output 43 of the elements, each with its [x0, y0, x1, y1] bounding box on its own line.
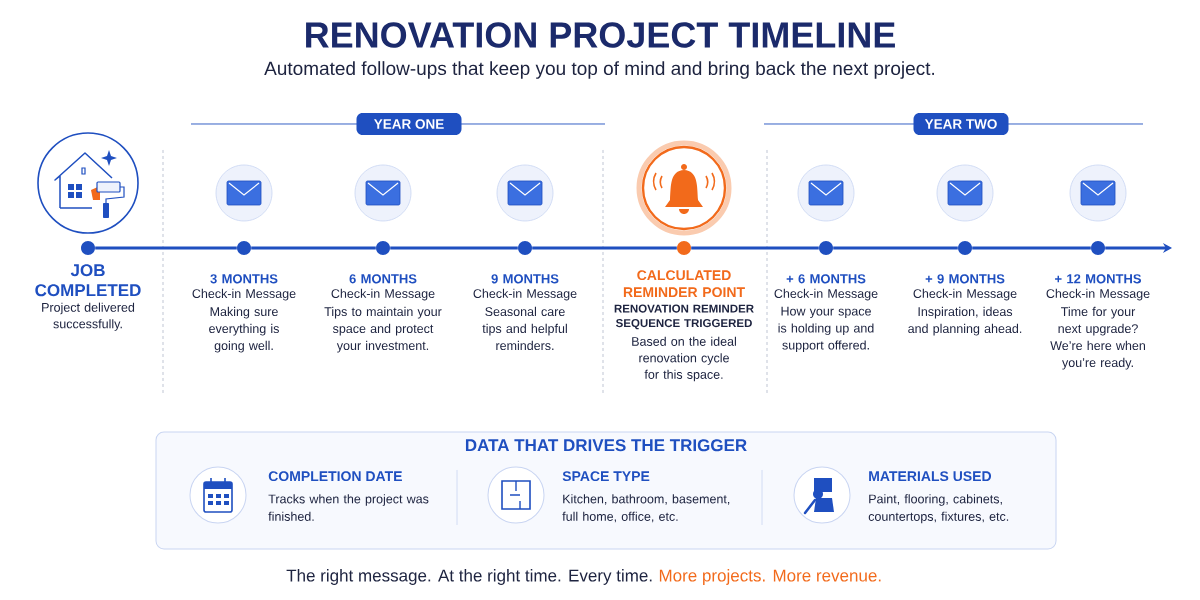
item-heading: SPACE TYPE — [562, 471, 650, 482]
item-heading: COMPLETION DATE — [268, 471, 402, 482]
timeline-dot — [819, 241, 833, 255]
milestone-subheading: Check-in Message — [192, 288, 296, 301]
item-description: Kitchen, bathroom, basement, full home, office, etc. — [562, 494, 730, 523]
milestone-description: Inspiration, ideas and planning ahead. — [908, 306, 1022, 336]
milestone-heading: + 12 MONTHS — [1055, 274, 1141, 284]
milestone-heading: 3 MONTHS — [210, 274, 278, 284]
timeline-dot — [677, 241, 691, 255]
timeline-dot — [518, 241, 532, 255]
milestone-heading: + 9 MONTHS — [925, 274, 1005, 284]
footer-text: The right message. At the right time. Every time. — [286, 569, 652, 585]
milestone-heading: JOB COMPLETED — [35, 264, 141, 297]
milestone-description: How your space is holding up and support offered. — [778, 306, 874, 353]
milestone-subheading: RENOVATION REMINDER SEQUENCE TRIGGERED — [614, 304, 754, 330]
milestone-heading: 9 MONTHS — [491, 274, 559, 284]
item-description: Paint, flooring, cabinets, countertops, fixtures, etc. — [868, 494, 1009, 524]
timeline-dot — [81, 241, 95, 255]
milestone-subheading: Check-in Message — [913, 288, 1017, 301]
footer-highlight: More projects. More revenue. — [659, 569, 881, 585]
title: RENOVATION PROJECT TIMELINE — [306, 22, 895, 48]
milestone-description: Time for your next upgrade? We’re here when you’re ready. — [1050, 306, 1145, 370]
milestone-description: Seasonal care tips and helpful reminders. — [482, 306, 567, 351]
milestone-subheading: Check-in Message — [1046, 288, 1150, 301]
timeline-dot — [376, 241, 390, 255]
milestone-subheading: Check-in Message — [331, 288, 435, 301]
subtitle: Automated follow-ups that keep you top of mind and bring back the next project. — [264, 61, 935, 79]
item-description: Tracks when the project was finished. — [268, 494, 429, 521]
milestone-description: Making sure everything is going well. — [209, 306, 279, 353]
year-pill: YEAR ONE — [356, 113, 462, 135]
timeline-dot — [958, 241, 972, 255]
milestone-heading: 6 MONTHS — [349, 274, 417, 284]
milestone-subheading: Check-in Message — [473, 288, 577, 301]
milestone-heading: CALCULATED REMINDER POINT — [623, 270, 745, 298]
milestone-subheading: Check-in Message — [774, 288, 878, 301]
year-pill: YEAR TWO — [913, 113, 1009, 135]
timeline-dot — [237, 241, 251, 255]
milestone-description: Tips to maintain your space and protect your investment. — [324, 306, 442, 353]
milestone-heading: + 6 MONTHS — [786, 274, 866, 284]
item-heading: MATERIALS USED — [869, 471, 991, 482]
timeline-dot — [1091, 241, 1105, 255]
milestone-description: Based on the ideal renovation cycle for this space. — [632, 336, 736, 382]
milestone-description: Project delivered successfully. — [42, 302, 135, 331]
